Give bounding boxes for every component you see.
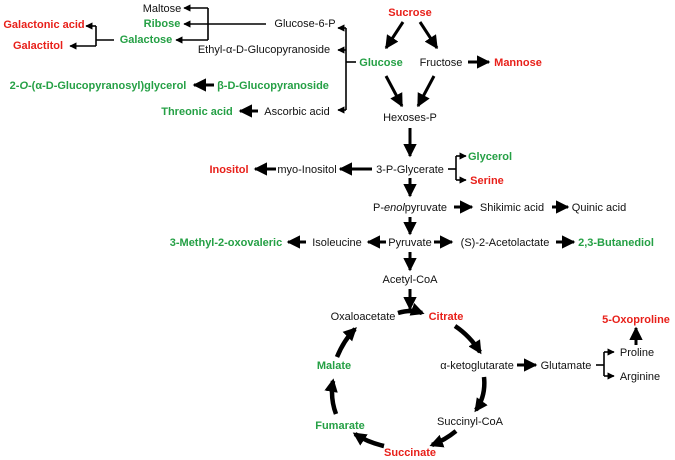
node-glucopyranosyl-glycerol: 2-O-(α-D-Glucopyranosyl)glycerol — [10, 80, 187, 92]
node-proline: Proline — [620, 347, 654, 359]
node-maltose: Maltose — [143, 3, 182, 15]
node-oxaloacetate: Oxaloacetate — [331, 311, 396, 323]
bracket-3pg-products — [448, 152, 467, 184]
node-glutamate: Glutamate — [541, 360, 592, 372]
arrow-sucrose-fructose — [418, 21, 439, 50]
node-2-3-butanediol: 2,3-Butanediol — [578, 237, 654, 249]
node-citrate: Citrate — [429, 311, 464, 323]
node-fructose: Fructose — [420, 57, 463, 69]
cycle-arrow-citrate-akg — [453, 324, 482, 355]
node-shikimic-acid: Shikimic acid — [480, 202, 544, 214]
arrow-sucrose-glucose — [384, 21, 405, 50]
node-glucose: Glucose — [359, 57, 402, 69]
cycle-arrow-malate-oxaloacetate — [334, 327, 357, 358]
node-acetyl-coa: Acetyl-CoA — [382, 274, 438, 286]
cycle-arrow-succinate-fumarate — [352, 432, 385, 449]
node-galactose: Galactose — [120, 34, 173, 46]
node-alpha-ketoglutarate: α-ketoglutarate — [440, 360, 514, 372]
bracket-galactose-products — [69, 22, 114, 50]
node-threonic-acid: Threonic acid — [161, 106, 233, 118]
node-succinyl-coa: Succinyl-CoA — [437, 416, 504, 428]
arrow-fructose-hexoses-p — [416, 75, 436, 108]
node-ribose: Ribose — [144, 18, 181, 30]
node-isoleucine: Isoleucine — [312, 237, 362, 249]
arrow-glucose-hexoses-p — [384, 75, 404, 108]
node-glucose-6-p: Glucose-6-P — [274, 18, 335, 30]
node-myo-inositol: myo-Inositol — [277, 164, 336, 176]
node-sucrose: Sucrose — [388, 7, 431, 19]
cycle-arrow-akg-succinyl-coa — [474, 376, 488, 413]
node-3-p-glycerate: 3-P-Glycerate — [376, 164, 444, 176]
node-inositol: Inositol — [209, 164, 248, 176]
node-galactonic-acid: Galactonic acid — [3, 19, 84, 31]
node-fumarate: Fumarate — [315, 420, 365, 432]
cycle-arrow-fumarate-malate — [324, 378, 339, 415]
node-glycerol: Glycerol — [468, 151, 512, 163]
node-succinate: Succinate — [384, 447, 436, 459]
bracket-glutamate-products — [596, 348, 615, 380]
node-5-oxoproline: 5-Oxoproline — [602, 314, 670, 326]
bracket-glucose-products — [337, 24, 356, 114]
node-galactitol: Galactitol — [13, 40, 63, 52]
cycle-arrow-oxaloacetate-citrate — [397, 302, 425, 316]
node-malate: Malate — [317, 360, 351, 372]
node-3-methyl-2-oxovaleric: 3-Methyl-2-oxovaleric — [170, 237, 282, 249]
node-mannose: Mannose — [494, 57, 542, 69]
node-quinic-acid: Quinic acid — [572, 202, 626, 214]
cycle-arrow-succinyl-coa-succinate — [429, 429, 458, 448]
node-acetolactate: (S)-2-Acetolactate — [461, 237, 550, 249]
node-serine: Serine — [470, 175, 504, 187]
node-hexoses-p: Hexoses-P — [383, 112, 437, 124]
node-ethyl-glucopyranoside: Ethyl-α-D-Glucopyranoside — [198, 44, 330, 56]
node-phosphoenolpyruvate: P-enolpyruvate — [373, 202, 447, 214]
node-arginine: Arginine — [620, 371, 660, 383]
bracket-g6p-sugars — [175, 4, 266, 44]
node-ascorbic-acid: Ascorbic acid — [264, 106, 329, 118]
node-beta-glucopyranoside: β-D-Glucopyranoside — [217, 80, 329, 92]
node-pyruvate: Pyruvate — [388, 237, 431, 249]
